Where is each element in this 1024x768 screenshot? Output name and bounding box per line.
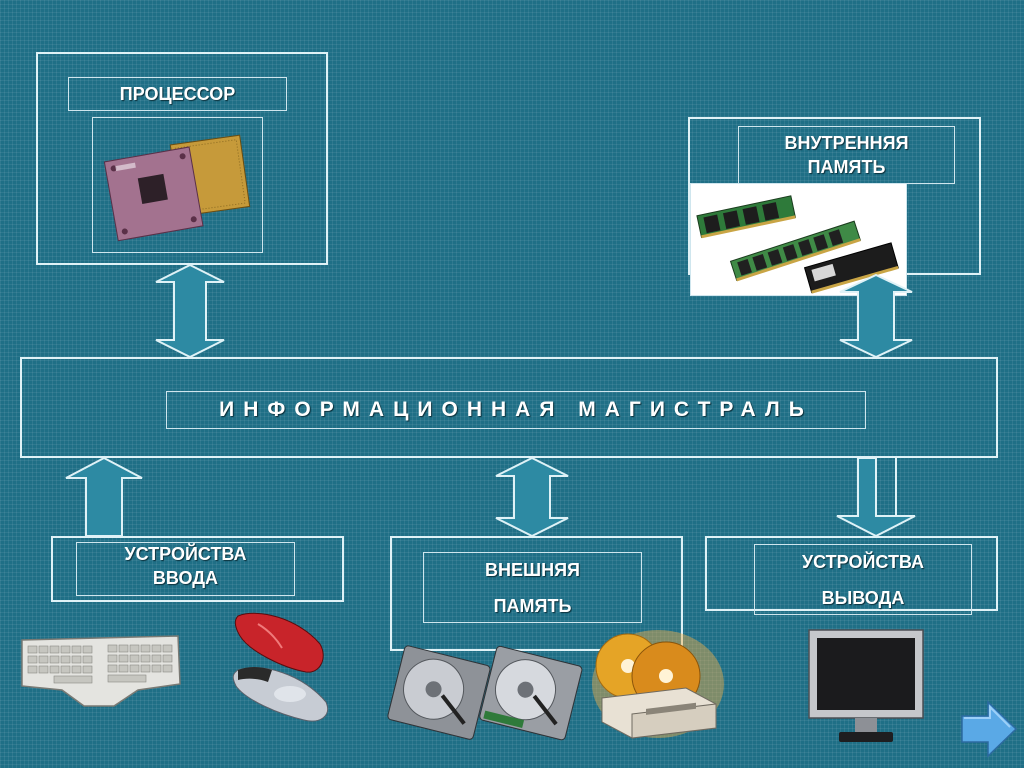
hard-drive-icon — [387, 645, 583, 741]
external-memory-label-line2: ПАМЯТЬ — [493, 596, 572, 616]
mouse-icon — [232, 612, 328, 722]
input-devices-label-line1: УСТРОЙСТВА — [124, 544, 247, 564]
external-memory-bus-double-arrow — [495, 456, 569, 538]
processor-label: ПРОЦЕССОР — [119, 84, 236, 104]
optical-disc-drive-icon — [592, 630, 724, 739]
output-devices-label-line2: ВЫВОДА — [821, 588, 905, 608]
next-slide-button[interactable] — [958, 700, 1018, 758]
arrow-right-icon — [961, 700, 1018, 758]
external-memory-block — [390, 536, 683, 651]
internal-memory-label-line1: ВНУТРЕННЯЯ — [784, 133, 909, 153]
processor-label-frame — [68, 77, 287, 111]
output-devices-block — [705, 536, 998, 611]
cpu-chip-icon — [103, 134, 251, 242]
monitor-icon — [808, 629, 924, 742]
input-devices-block — [51, 536, 344, 602]
bus-to-output-arrow — [836, 457, 916, 538]
input-to-bus-arrow — [65, 456, 143, 537]
input-devices-label-frame — [76, 542, 295, 596]
processor-bus-double-arrow — [155, 263, 225, 359]
output-devices-label-line1: УСТРОЙСТВА — [801, 552, 925, 572]
processor-block — [36, 52, 328, 265]
external-memory-label-line1: ВНЕШНЯЯ — [485, 560, 580, 580]
information-bus — [20, 357, 998, 458]
external-memory-label-frame — [423, 552, 642, 623]
ram-modules-icon — [696, 195, 899, 294]
output-devices-label-frame — [754, 544, 972, 615]
keyboard-icon — [21, 635, 181, 707]
internal-memory-label-line2: ПАМЯТЬ — [807, 157, 886, 177]
information-bus-label-frame — [166, 391, 866, 429]
information-bus-label: ИНФОРМАЦИОННАЯ МАГИСТРАЛЬ — [219, 398, 813, 421]
processor-image-frame — [92, 117, 263, 253]
memory-bus-double-arrow — [839, 273, 913, 359]
input-devices-label-line2: ВВОДА — [152, 568, 219, 588]
